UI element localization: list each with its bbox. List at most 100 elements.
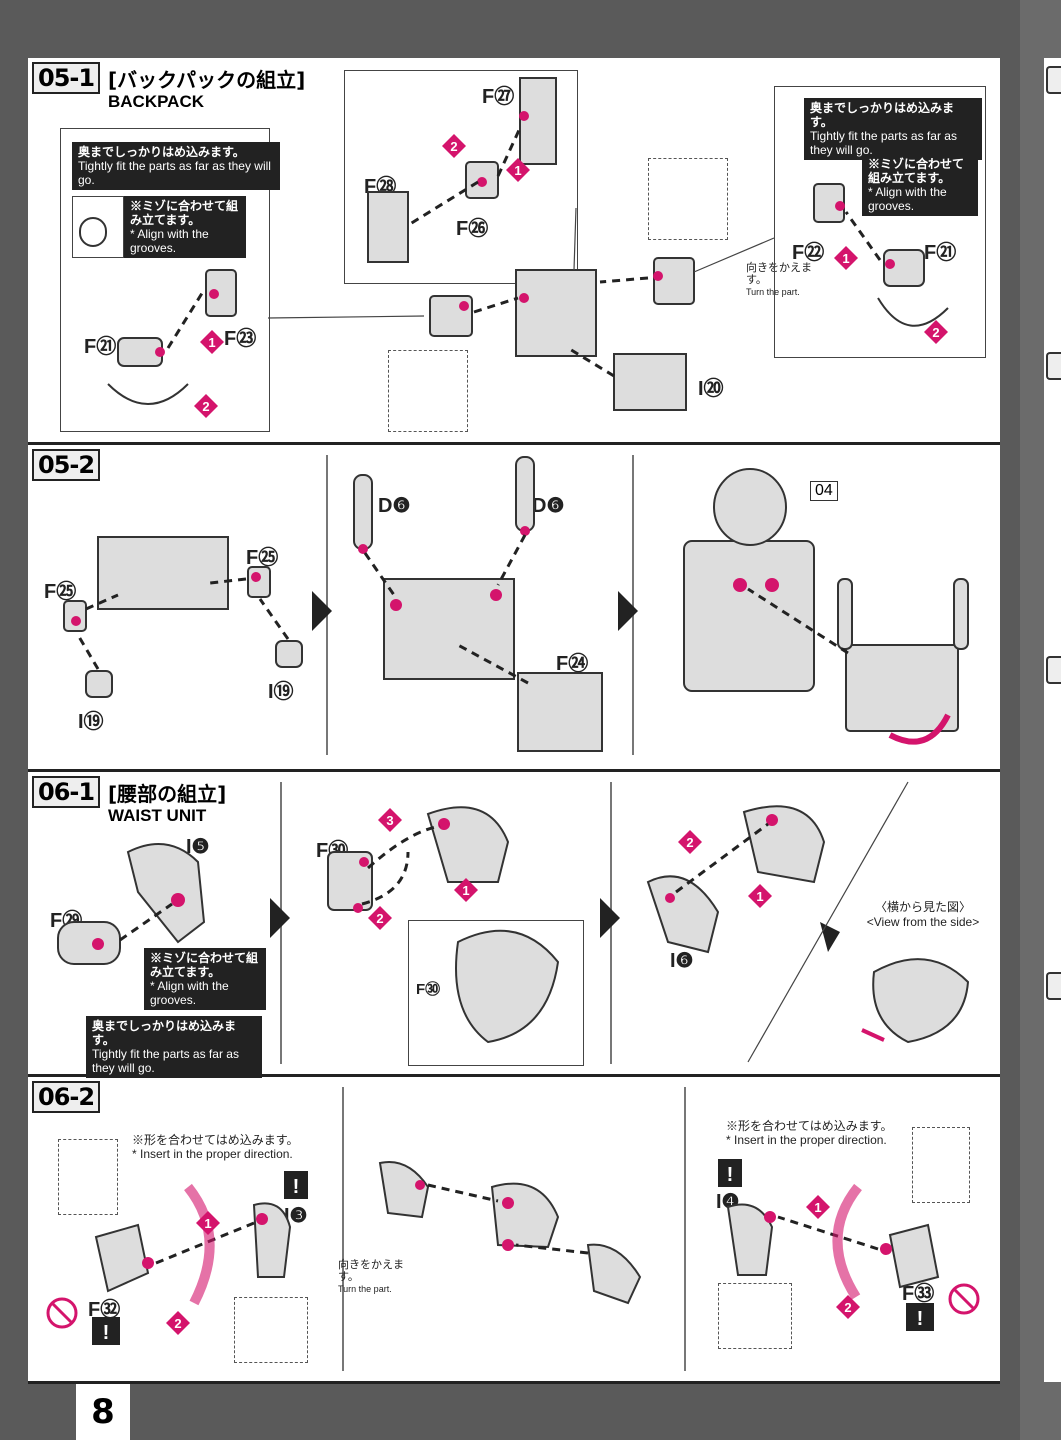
svg-text:1: 1: [842, 251, 849, 266]
waist-armor-illustration: 1 2 1 2 ! ! ! !: [46, 1159, 980, 1345]
part-label: F㉕: [246, 547, 279, 569]
part-label: F㉕: [44, 581, 77, 603]
part-label: D❻: [532, 495, 565, 517]
inset-box-right: [774, 86, 986, 358]
panel-divider: [326, 455, 328, 755]
part-label: F㉓: [224, 328, 257, 350]
svg-text:2: 2: [686, 835, 693, 850]
svg-text:!: !: [727, 1164, 734, 1186]
part-f28: [367, 191, 409, 263]
adjacent-step-tab: [1046, 972, 1061, 1000]
waist-side-view: [872, 958, 970, 1044]
svg-text:1: 1: [814, 1200, 821, 1215]
svg-text:1: 1: [514, 163, 521, 178]
insert-note: ※形を合わせてはめ込みます。 * Insert in the proper di…: [132, 1133, 299, 1161]
detail-inset: [912, 1127, 970, 1203]
step-06-2-section: 06-2 ※形を合わせてはめ込みます。 * Insert in the prop…: [28, 1077, 1000, 1384]
warning-icon: [906, 1303, 934, 1331]
warning-icon: [92, 1317, 120, 1345]
part-label: I❸: [284, 1205, 308, 1227]
part-f30: [327, 851, 373, 911]
insert-note: ※形を合わせてはめ込みます。 * Insert in the proper di…: [726, 1119, 893, 1147]
step-number: 06-2: [32, 1081, 101, 1113]
orientation-detail: [648, 158, 728, 240]
detail-inset: [234, 1297, 308, 1363]
step-title-jp: [腰部の組立]: [108, 782, 227, 806]
svg-text:2: 2: [844, 1300, 851, 1315]
part-label: I❺: [186, 836, 210, 858]
part-side-right: [653, 257, 695, 305]
groove-note: ※ミゾに合わせて組み立てます。 * Align with the grooves…: [124, 196, 246, 258]
waist-left: [378, 1161, 430, 1219]
part-i19: [275, 640, 303, 668]
adjacent-step-tab: [1046, 66, 1061, 94]
fit-note: 奥までしっかりはめ込みます。 Tightly fit the parts as …: [86, 1016, 262, 1078]
svg-text:!: !: [293, 1176, 300, 1198]
waist-center-2: [742, 805, 826, 884]
svg-text:1: 1: [756, 889, 763, 904]
adjacent-step-tab: [1046, 656, 1061, 684]
part-i4: [726, 1203, 774, 1276]
turn-note: 向きをかえます。 Turn the part.: [746, 262, 812, 297]
detail-inset: [718, 1283, 792, 1349]
backpack-illustration: 1 2 1 2 1 2: [79, 77, 949, 418]
step-number: 06-1: [32, 776, 101, 808]
groove-note: ※ミゾに合わせて組み立てます。 * Align with the grooves…: [862, 154, 978, 216]
warning-icon: [284, 1171, 308, 1199]
svg-text:3: 3: [386, 813, 393, 828]
detail-inset: [58, 1139, 118, 1215]
adjacent-page: [1044, 58, 1061, 1382]
part-f23: [205, 269, 237, 317]
step-05-1-section: 05-1 [バックパックの組立] BACKPACK 奥までしっかりはめ込みます。…: [28, 58, 1000, 445]
part-label: F㉔: [556, 653, 589, 675]
part-label: F㉝: [902, 1283, 935, 1305]
head: [713, 468, 787, 546]
backpack-body: [97, 536, 229, 610]
groove-note: ※ミゾに合わせて組み立てます。 * Align with the grooves…: [144, 948, 266, 1010]
part-i5: [126, 843, 206, 944]
svg-text:!: !: [917, 1308, 924, 1330]
waist-assembled: [455, 929, 560, 1044]
part-label: F㉒: [792, 242, 825, 264]
step-06-1-section: 06-1 [腰部の組立] WAIST UNIT I❺ F㉙ ※ミゾに合わせて組み…: [28, 772, 1000, 1078]
fit-note: 奥までしっかりはめ込みます。 Tightly fit the parts as …: [72, 142, 280, 190]
adjacent-step-tab: [1046, 352, 1061, 380]
svg-text:2: 2: [202, 399, 209, 414]
part-label: I⑲: [78, 711, 104, 733]
warning-icon: [718, 1159, 742, 1187]
part-f21-right: [883, 249, 925, 287]
svg-text:2: 2: [174, 1316, 181, 1331]
backpack-core: [515, 269, 597, 357]
part-label: F㉑: [924, 242, 957, 264]
backpack-attach-illustration: [63, 456, 969, 752]
part-d6: [353, 474, 373, 550]
part-label: I❻: [670, 950, 694, 972]
part-label: D❻: [378, 495, 411, 517]
svg-text:2: 2: [376, 911, 383, 926]
waist-center: [490, 1182, 560, 1249]
part-i19: [85, 670, 113, 698]
part-i6: [646, 875, 720, 954]
svg-text:!: !: [103, 1322, 110, 1344]
part-label: I⑲: [268, 681, 294, 703]
page-number: 8: [76, 1384, 130, 1440]
svg-text:1: 1: [462, 883, 469, 898]
part-i20: [613, 353, 687, 411]
fit-note: 奥までしっかりはめ込みます。 Tightly fit the parts as …: [804, 98, 982, 160]
part-label: F㉖: [456, 218, 489, 240]
svg-text:2: 2: [450, 139, 457, 154]
step-05-2-section: 05-2 F㉕ F㉕ I⑲ I⑲ D❻ D❻ F㉔ 04: [28, 445, 1000, 772]
svg-text:1: 1: [204, 1216, 211, 1231]
part-f25: [247, 566, 271, 598]
part-label: I⑳: [698, 378, 724, 400]
instruction-page: [28, 58, 1000, 1382]
part-f25: [63, 600, 87, 632]
svg-text:1: 1: [208, 335, 215, 350]
step-title-en: BACKPACK: [108, 92, 205, 111]
step-number: 05-2: [32, 449, 101, 481]
panel-divider: [632, 455, 634, 755]
torso: [683, 540, 815, 692]
part-label: F㉗: [482, 86, 515, 108]
step-number: 05-1: [32, 62, 101, 94]
step-title-en: WAIST UNIT: [108, 806, 207, 825]
